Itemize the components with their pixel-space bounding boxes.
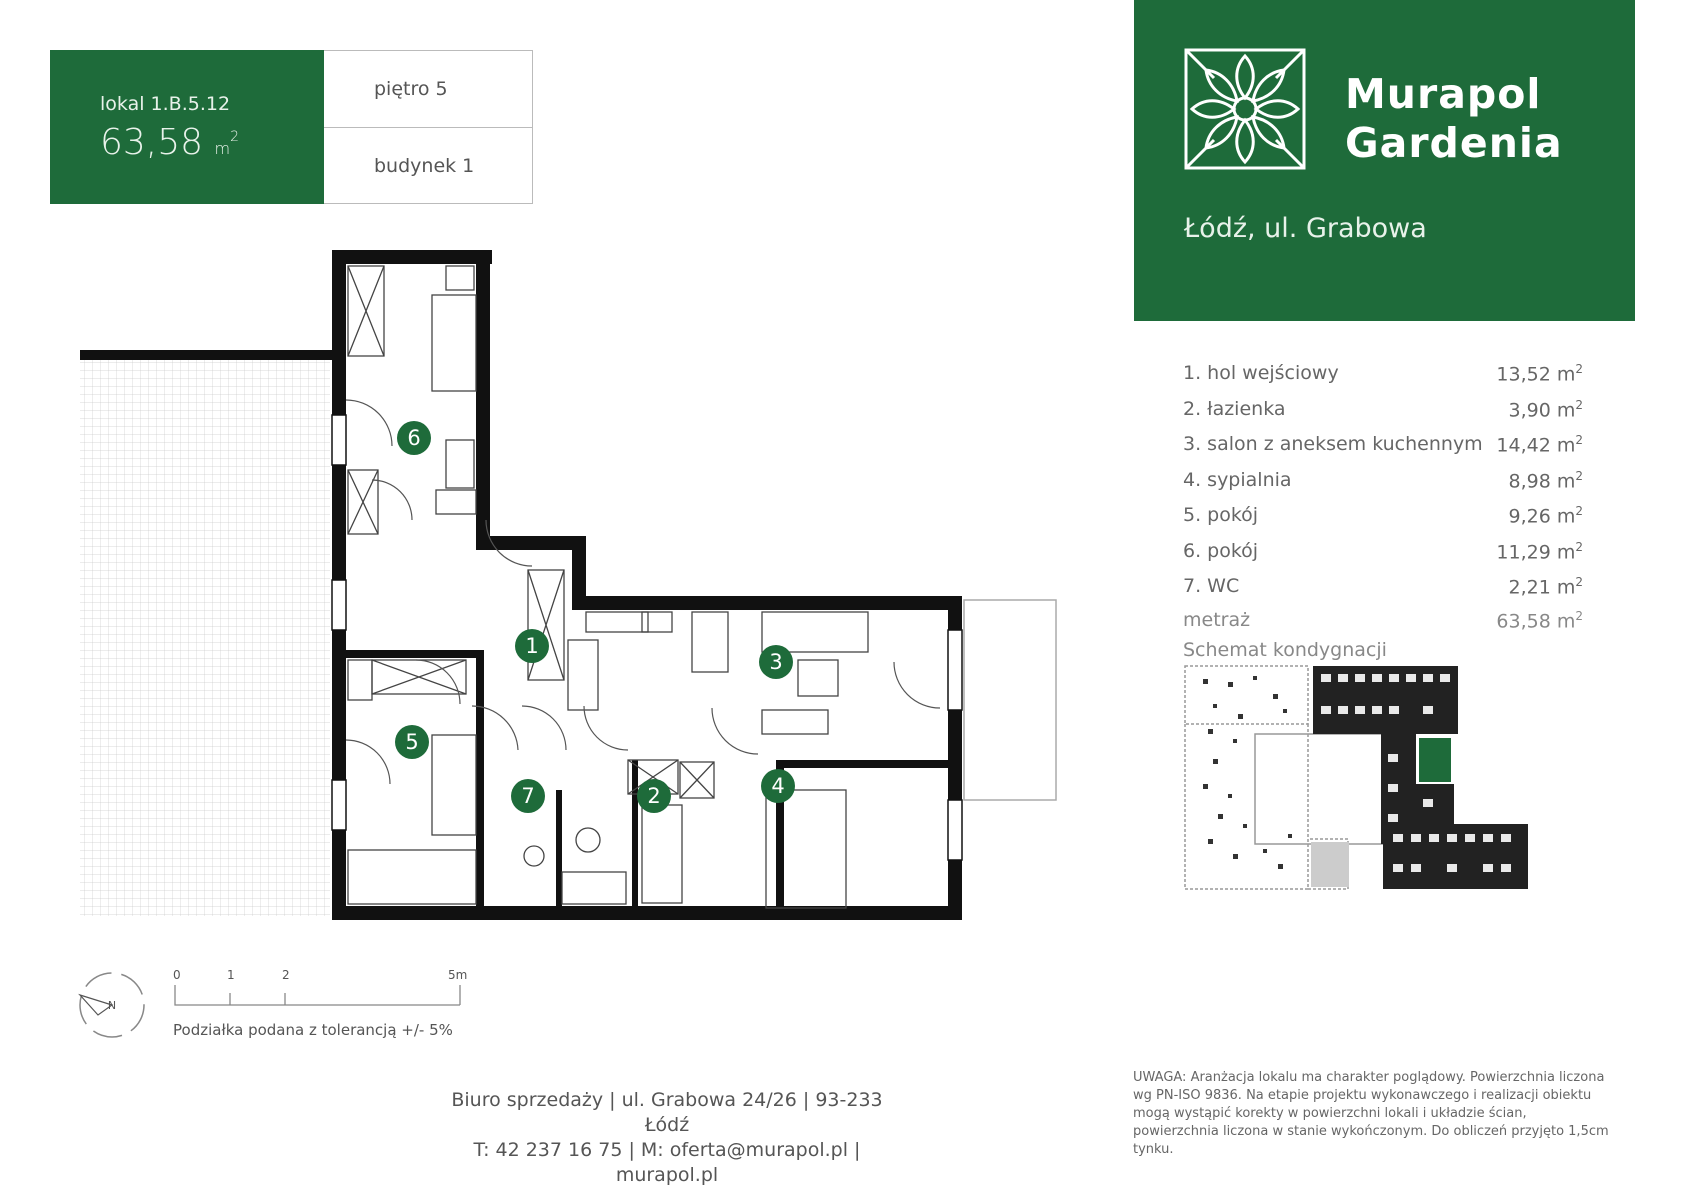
unit-summary-box: lokal 1.B.5.12 63,58 m2 [50, 50, 324, 204]
room-number-2: 2 [647, 784, 660, 808]
doors [345, 399, 941, 785]
room-markers [395, 421, 795, 813]
scale-note: Podziałka podana z tolerancją +/- 5% [173, 1021, 453, 1039]
room-number-1: 1 [525, 634, 538, 658]
total-label: metraż [1183, 609, 1251, 631]
furniture [347, 265, 869, 909]
brand-box: Murapol Gardenia Łódź, ul. Grabowa [1134, 0, 1635, 321]
scale-bar: N 0 1 2 5m [78, 968, 467, 1038]
building-label: budynek 1 [374, 155, 475, 177]
sales-office-footer: Biuro sprzedaży | ul. Grabowa 24/26 | 93… [427, 1088, 907, 1188]
unit-meta-box: piętro 5 budynek 1 [324, 50, 533, 204]
room-number-5: 5 [405, 730, 418, 754]
total-value: 63,58 m2 [1496, 609, 1583, 633]
outer-walls [332, 250, 962, 920]
room-marker-5 [395, 725, 429, 759]
footer-contact: T: 42 237 16 75 | M: oferta@murapol.pl |… [473, 1139, 861, 1186]
disclaimer-note: UWAGA: Aranżacja lokalu ma charakter pog… [1133, 1070, 1609, 1157]
terrace [80, 360, 330, 916]
compass-icon: N [78, 972, 145, 1038]
floor-schema-map [1184, 665, 1528, 890]
room-number-4: 4 [771, 774, 784, 798]
room-marker-1 [515, 629, 549, 663]
total-area-row: metraż 63,58 m2 [1183, 609, 1583, 633]
compass-letter: N [108, 999, 116, 1012]
room-marker-6 [397, 421, 431, 455]
room-marker-7 [511, 779, 545, 813]
balcony [963, 599, 1057, 801]
scale-tick-0: 0 [173, 968, 181, 982]
room-marker-2 [637, 779, 671, 813]
footer-address: Biuro sprzedaży | ul. Grabowa 24/26 | 93… [451, 1089, 883, 1136]
room-number-7: 7 [521, 784, 534, 808]
floor-plan: 6 1 3 5 7 2 4 [80, 250, 1057, 920]
scale-tick-5m: 5m [448, 968, 467, 982]
brand-name: Murapol Gardenia [1345, 70, 1563, 167]
room-number-6: 6 [407, 426, 420, 450]
gardenia-logo-icon [1184, 48, 1306, 170]
room-number-3: 3 [769, 650, 782, 674]
brand-location: Łódź, ul. Grabowa [1184, 213, 1427, 244]
unit-code: lokal 1.B.5.12 [100, 93, 231, 115]
room-marker-3 [759, 645, 793, 679]
meta-divider [324, 127, 532, 128]
room-marker-4 [761, 769, 795, 803]
scale-tick-2: 2 [282, 968, 290, 982]
floor-label: piętro 5 [374, 78, 448, 100]
scale-tick-1: 1 [227, 968, 235, 982]
schema-label: Schemat kondygnacji [1183, 639, 1387, 661]
unit-area: 63,58 m2 [100, 122, 240, 163]
